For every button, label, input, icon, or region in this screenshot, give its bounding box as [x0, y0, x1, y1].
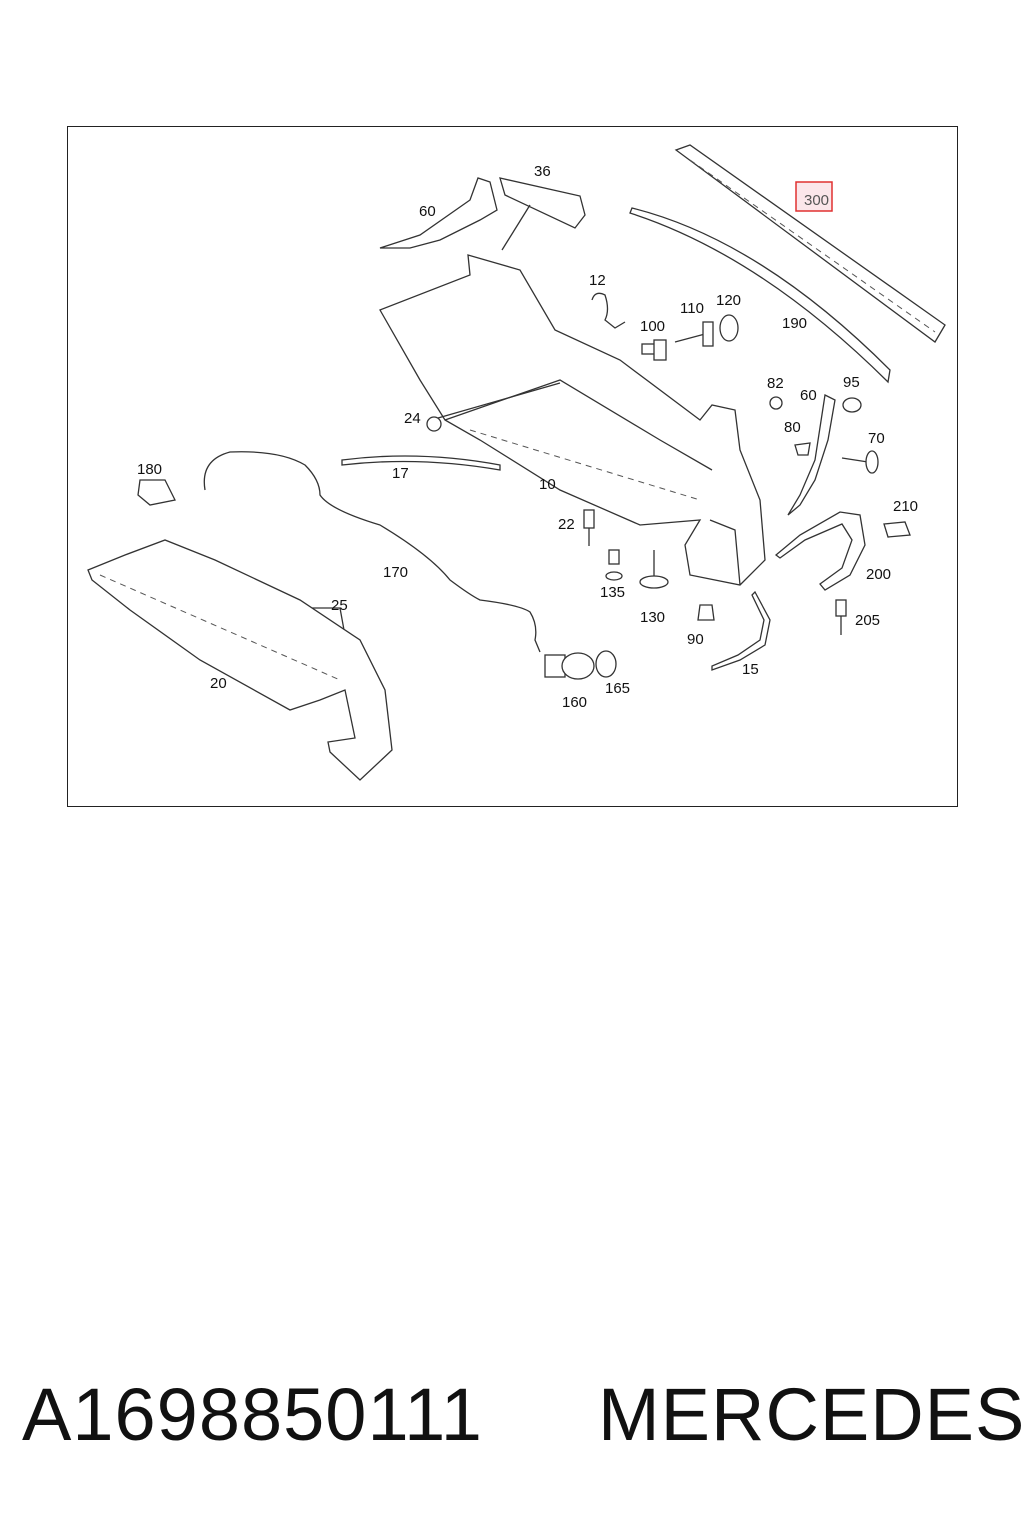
callout-205[interactable]: 205 [855, 612, 880, 629]
callout-17[interactable]: 17 [392, 465, 409, 482]
screw-70 [841, 450, 879, 474]
callout-190[interactable]: 190 [782, 315, 807, 332]
washer-95 [842, 397, 862, 413]
callout-120[interactable]: 120 [716, 292, 741, 309]
reflector-36 [499, 177, 586, 229]
callout-80[interactable]: 80 [784, 419, 801, 436]
callout-130[interactable]: 130 [640, 609, 665, 626]
clip-22 [583, 509, 595, 546]
callout-25[interactable]: 25 [331, 597, 348, 614]
callout-82[interactable]: 82 [767, 375, 784, 392]
callout-12[interactable]: 12 [589, 272, 606, 289]
callout-170[interactable]: 170 [383, 564, 408, 581]
callout-210[interactable]: 210 [893, 498, 918, 515]
nut-82 [769, 396, 783, 410]
callout-90[interactable]: 90 [687, 631, 704, 648]
clip-12 [591, 292, 626, 329]
bracket-60-left [379, 177, 498, 249]
callout-36[interactable]: 36 [534, 163, 551, 180]
grommet-120 [719, 314, 739, 342]
callout-165[interactable]: 165 [605, 680, 630, 697]
callout-110[interactable]: 110 [680, 300, 704, 317]
screw-135 [605, 549, 623, 581]
screw-130 [639, 550, 669, 589]
callout-22[interactable]: 22 [558, 516, 575, 533]
screw-110 [674, 321, 714, 347]
clip-80 [794, 442, 811, 456]
clip-24 [426, 416, 442, 432]
callout-70[interactable]: 70 [868, 430, 885, 447]
footer: A1698850111 MERCEDES [0, 1372, 1024, 1472]
callout-60-left[interactable]: 60 [419, 203, 436, 220]
bracket-60-right [787, 394, 836, 516]
trim-200 [774, 511, 866, 591]
clip-100 [641, 339, 667, 361]
callout-10[interactable]: 10 [539, 476, 556, 493]
wiring-harness-170 [203, 451, 541, 653]
brand-name: MERCEDES [598, 1373, 1024, 1456]
callout-180[interactable]: 180 [137, 461, 162, 478]
callout-60-right[interactable]: 60 [800, 387, 817, 404]
callout-100[interactable]: 100 [640, 318, 665, 335]
callout-300[interactable]: 300 [804, 192, 829, 209]
diffuser-20 [87, 539, 393, 781]
ring-165 [595, 650, 617, 678]
strip-190 [629, 207, 891, 384]
nut-90 [697, 604, 715, 621]
callout-160[interactable]: 160 [562, 694, 587, 711]
callout-15[interactable]: 15 [742, 661, 759, 678]
callout-labels: 36 60 12 110 120 100 190 300 82 60 95 80… [137, 163, 918, 711]
callout-135[interactable]: 135 [600, 584, 625, 601]
callout-24[interactable]: 24 [404, 410, 421, 427]
callout-20[interactable]: 20 [210, 675, 227, 692]
trim-strip-300 [674, 144, 946, 343]
clip-205 [835, 599, 847, 635]
part-number: A1698850111 [22, 1373, 483, 1456]
connector-210 [883, 521, 911, 538]
strip-17 [341, 455, 501, 471]
trim-15 [711, 590, 771, 671]
callout-95[interactable]: 95 [843, 374, 860, 391]
parking-sensor-160 [544, 652, 595, 680]
callout-300-highlight [795, 181, 833, 212]
sensor-connector-180 [137, 479, 176, 506]
callout-200[interactable]: 200 [866, 566, 891, 583]
